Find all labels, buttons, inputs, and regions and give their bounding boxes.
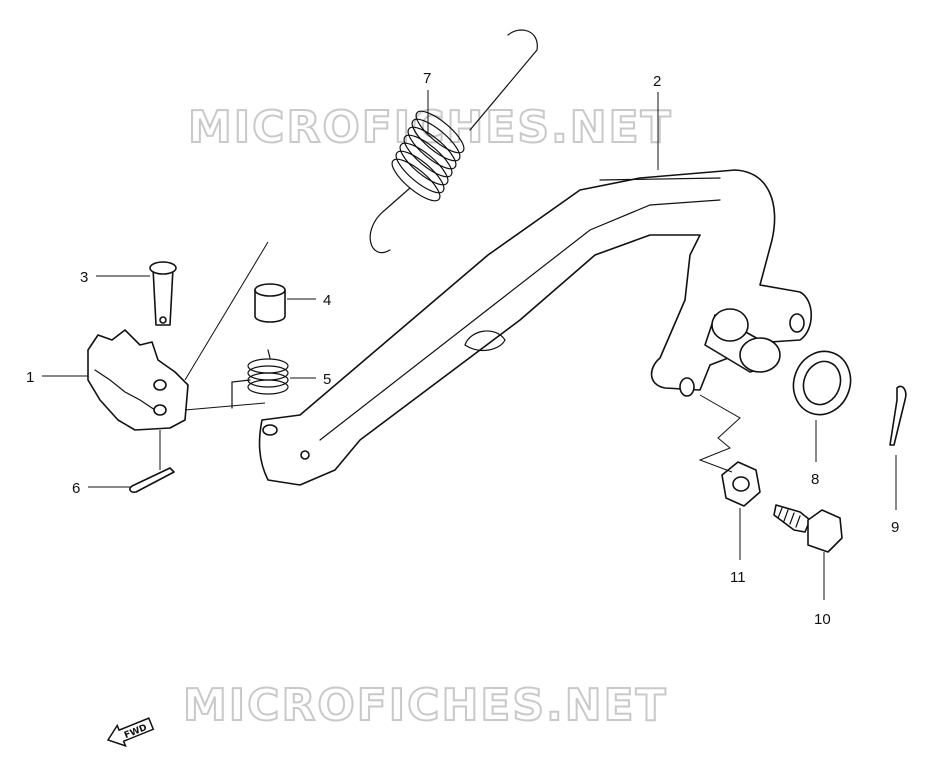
fwd-label: FWD — [123, 723, 149, 741]
bushing — [254, 283, 286, 323]
callout-9: 9 — [891, 519, 899, 536]
pedal-tip — [87, 329, 189, 431]
brake-pedal-arm — [258, 169, 812, 486]
nut — [721, 461, 761, 507]
callout-7: 7 — [423, 70, 431, 87]
washer — [792, 350, 852, 416]
return-spring — [369, 29, 538, 253]
cotter-pin — [889, 385, 907, 446]
callout-4: 4 — [323, 292, 331, 309]
callout-2: 2 — [653, 73, 661, 90]
fwd-arrow-icon: FWD — [106, 717, 155, 748]
callout-3: 3 — [80, 269, 88, 286]
clevis-pin — [149, 261, 177, 326]
callout-6: 6 — [72, 480, 80, 497]
bolt — [773, 504, 843, 553]
callout-8: 8 — [811, 471, 819, 488]
callout-10: 10 — [814, 611, 831, 628]
callout-11: 11 — [730, 569, 746, 586]
coil-spring — [231, 349, 289, 409]
callout-1: 1 — [26, 369, 34, 386]
cotter-pin-small — [129, 467, 175, 493]
callout-5: 5 — [323, 371, 331, 388]
watermark-top: MICROFICHES.NET — [188, 102, 673, 153]
watermark-bottom: MICROFICHES.NET — [183, 680, 668, 731]
